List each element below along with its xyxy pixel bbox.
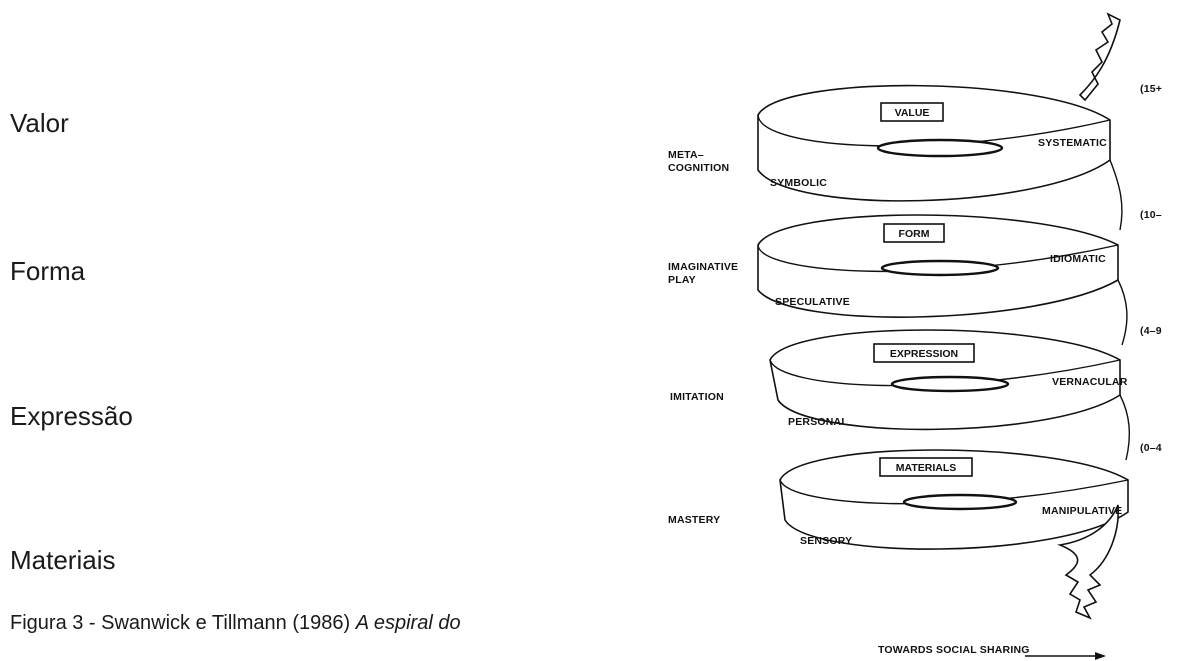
outer-label-metacognition-line1: META– xyxy=(668,149,704,161)
label-manipulative: MANIPULATIVE xyxy=(1042,505,1122,517)
figure-caption: Figura 3 - Swanwick e Tillmann (1986) A … xyxy=(10,612,461,635)
spiral-bottom-torn-end xyxy=(1057,504,1120,620)
label-sensory: SENSORY xyxy=(800,535,852,547)
label-vernacular: VERNACULAR xyxy=(1052,376,1128,388)
label-personal: PERSONAL xyxy=(788,416,848,428)
caption-text: Figura 3 - Swanwick e Tillmann (1986) xyxy=(10,612,356,634)
age-label-0-4: (0–4 xyxy=(1140,442,1162,454)
outer-label-metacognition: META– COGNITION xyxy=(668,149,729,174)
outer-label-imaginative-play-line1: IMAGINATIVE xyxy=(668,261,738,273)
spiral-ring-form xyxy=(757,214,1128,346)
level-label-forma: Forma xyxy=(10,256,86,286)
outer-label-metacognition-line2: COGNITION xyxy=(668,162,729,174)
age-label-15: (15+ xyxy=(1140,83,1162,95)
box-value-label: VALUE xyxy=(895,107,930,119)
spiral-ring-value xyxy=(757,84,1123,231)
age-label-4-9: (4–9 xyxy=(1140,325,1162,337)
box-materials-label: MATERIALS xyxy=(896,462,956,474)
social-sharing-arrowhead xyxy=(1095,652,1106,660)
label-speculative: SPECULATIVE xyxy=(775,296,850,308)
label-idiomatic: IDIOMATIC xyxy=(1050,253,1106,265)
outer-label-imaginative-play-line2: PLAY xyxy=(668,274,696,286)
box-value xyxy=(880,102,944,122)
spiral-ring-materials xyxy=(779,449,1129,550)
box-expression xyxy=(873,343,975,363)
spiral-diagram: VALUE FORM EXPRESSION MATERIALS SYMBOLIC… xyxy=(668,12,1162,660)
level-label-valor: Valor xyxy=(10,108,69,138)
level-label-materiais: Materiais xyxy=(10,545,116,575)
label-symbolic: SYMBOLIC xyxy=(770,177,827,189)
age-label-10: (10– xyxy=(1140,209,1162,221)
towards-social-sharing-label: TOWARDS SOCIAL SHARING xyxy=(878,644,1030,656)
box-expression-label: EXPRESSION xyxy=(890,348,958,360)
label-systematic: SYSTEMATIC xyxy=(1038,137,1107,149)
box-form xyxy=(883,223,945,243)
box-form-label: FORM xyxy=(899,228,930,240)
spiral-top-torn-end xyxy=(1078,12,1121,102)
level-label-expressao: Expressão xyxy=(10,401,133,431)
box-materials xyxy=(879,457,973,477)
spiral-ring-expression xyxy=(769,329,1131,461)
outer-label-imaginative-play: IMAGINATIVE PLAY xyxy=(668,261,741,286)
outer-label-mastery: MASTERY xyxy=(668,514,720,526)
caption-italic: A espiral do xyxy=(355,612,461,634)
outer-label-imitation: IMITATION xyxy=(670,391,724,403)
